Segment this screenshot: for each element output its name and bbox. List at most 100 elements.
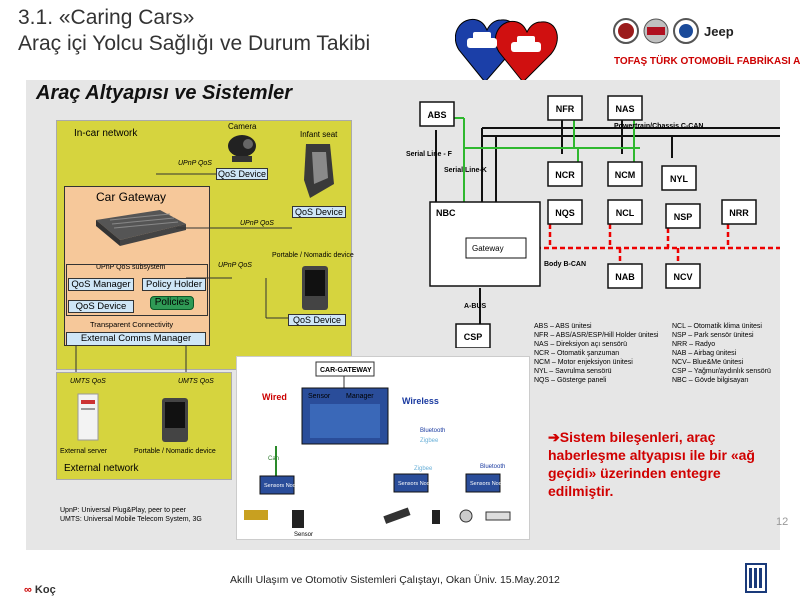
- external-device-label: Portable / Nomadic device: [134, 448, 216, 455]
- pda-device-icon: [302, 266, 328, 310]
- portable-device-label: Portable / Nomadic device: [272, 252, 354, 259]
- policies-badge: Policies: [150, 296, 194, 310]
- gateway-label: Gateway: [472, 244, 504, 253]
- car-gateway-box: [64, 186, 210, 346]
- legend-left-item: NAS – Direksiyon açı sensörü: [534, 341, 627, 348]
- koc-label: Koç: [34, 584, 56, 596]
- can-node-nfr: [547, 95, 583, 121]
- legend-right-item: NCV– Blue&Me ünitesi: [672, 359, 744, 366]
- car-gateway-box-label: CAR-GATEWAY: [320, 367, 372, 374]
- highlight-sentence: Sistem bileşenleri, araç haberleşme alty…: [548, 429, 755, 499]
- qos-device-camera: QoS Device: [216, 168, 268, 180]
- external-server-label: External server: [60, 448, 108, 455]
- upnp-qos-label-2: UPnP QoS: [240, 220, 274, 227]
- sensors-node-label-3: Sensors Node: [470, 481, 505, 487]
- manager-label: Manager: [346, 393, 374, 400]
- umts-note: UMTS: Universal Mobile Telecom System, 3…: [60, 516, 202, 523]
- can-node-ncv: [665, 263, 701, 289]
- infant-seat-label: Infant seat: [300, 130, 338, 139]
- legend-left-item: NCR – Otomatik şanzuman: [534, 350, 620, 357]
- can-node-label-ncl: NCL: [616, 208, 635, 218]
- can-node-label-nrr: NRR: [729, 208, 749, 218]
- transparent-connectivity-label: Transparent Connectivity: [90, 320, 174, 329]
- serial-line-f-label: Serial Line - F: [406, 151, 453, 158]
- legend-right-item: CSP – Yağmur/aydınlık sensörü: [672, 368, 771, 375]
- koc-mark-icon: ∞: [24, 584, 32, 596]
- legend-left-item: NFR – ABS/ASR/ESP/Hill Holder ünitesi: [534, 332, 659, 339]
- wireless-label: Wireless: [402, 396, 439, 406]
- zigbee-label-1: Zigbee: [420, 438, 439, 444]
- nbc-label: NBC: [436, 208, 456, 218]
- a-bus-label: A-BUS: [464, 303, 486, 310]
- qos-manager: QoS Manager: [68, 278, 134, 291]
- slide-title-line2: Araç içi Yolcu Sağlığı ve Durum Takibi: [18, 32, 371, 55]
- upnp-note: UpnP: Universal Plug&Play, peer to peer: [60, 507, 186, 514]
- legend-left-item: NYL – Savrulma sensörü: [534, 368, 612, 375]
- sensors-node-label-1: Sensors Node: [264, 483, 299, 489]
- upnp-qos-label-3: UPnP QoS: [218, 262, 252, 269]
- umts-qos-label-1: UMTS QoS: [70, 378, 106, 385]
- brand-logos: Jeep: [613, 18, 734, 44]
- can-node-ncm: [607, 161, 643, 187]
- sensor-network-drawing: CAR-GATEWAY Sensor Manager Wired Wireles…: [244, 361, 511, 538]
- car-gateway-title: Car Gateway: [96, 190, 167, 204]
- section-title: Araç Altyapısı ve Sistemler: [36, 82, 293, 104]
- brand-text: TOFAŞ TÜRK OTOMOBİL FABRİKASI A.Ş.: [614, 56, 800, 67]
- abbreviation-notes: UpnP: Universal Plug&Play, peer to peer …: [60, 506, 240, 524]
- can-node-label-nfr: NFR: [556, 104, 575, 114]
- can-node-csp: [455, 323, 491, 348]
- in-car-network-label: In-car network: [74, 128, 138, 139]
- legend-right-item: NAB – Airbag ünitesi: [672, 350, 737, 357]
- legend-right-item: NBC – Gövde bilgisayarı: [672, 377, 749, 384]
- can-node-nab: [607, 263, 643, 289]
- koc-logo: ∞ Koç: [24, 584, 56, 596]
- qos-device-inner: QoS Device: [68, 300, 134, 313]
- serial-line-k-label: Serial Line-K: [444, 167, 487, 174]
- can-node-nsp: [665, 203, 701, 229]
- bluetooth-label-1: Bluetooth: [420, 428, 445, 434]
- caring-cars-hearts-logo: [455, 18, 558, 83]
- camera-icon: [228, 135, 256, 162]
- bluetooth-label-2: Bluetooth: [480, 464, 505, 470]
- can-node-label-ncm: NCM: [615, 170, 636, 180]
- sensor-bottom-label: Sensor: [294, 532, 313, 538]
- can-node-abs: [419, 101, 455, 127]
- qos-device-portable: QoS Device: [288, 314, 346, 326]
- infant-seat-icon: [304, 144, 334, 198]
- external-comms-manager: External Comms Manager: [66, 332, 206, 346]
- legend-right-item: NCL – Otomatik klima ünitesi: [672, 323, 762, 330]
- sensors-node-label-2: Sensors Node: [398, 481, 433, 487]
- legend-right-item: NSP – Park sensör ünitesi: [672, 332, 754, 339]
- sensor-network-diagram: [236, 356, 530, 540]
- external-pda-icon: [162, 398, 188, 442]
- page-number: 12: [776, 516, 789, 528]
- upnp-qos-subsystem-label: UPnP QoS subsystem: [96, 264, 166, 271]
- in-car-connectors: [75, 173, 292, 378]
- can-node-nqs: [547, 199, 583, 225]
- can-node-nas: [607, 95, 643, 121]
- can-node-label-nqs: NQS: [555, 208, 575, 218]
- fiat-logo-icon: [745, 563, 767, 593]
- body-can-label: Body B-CAN: [544, 261, 586, 268]
- can-node-label-ncv: NCV: [673, 272, 692, 282]
- highlight-text: ➔Sistem bileşenleri, araç haberleşme alt…: [548, 428, 778, 500]
- powertrain-can-label: Powertrain/Chassis C-CAN: [614, 123, 703, 130]
- footer-text: Akıllı Ulaşım ve Otomotiv Sistemleri Çal…: [230, 574, 560, 586]
- arrow-icon: ➔: [548, 429, 560, 445]
- can-node-label-abs: ABS: [427, 110, 446, 120]
- can-node-nrr: [721, 199, 757, 225]
- can-node-nyl: [661, 165, 697, 191]
- can-node-ncr: [547, 161, 583, 187]
- can-node-label-nab: NAB: [615, 272, 635, 282]
- zigbee-label-2: Zigbee: [414, 466, 433, 472]
- legend-left-item: NQS – Gösterge paneli: [534, 377, 607, 384]
- can-node-label-nsp: NSP: [674, 212, 693, 222]
- can-node-label-ncr: NCR: [555, 170, 575, 180]
- can-node-label-nas: NAS: [615, 104, 634, 114]
- wired-label: Wired: [262, 392, 287, 402]
- upnp-qos-label-1: UPnP QoS: [178, 160, 212, 167]
